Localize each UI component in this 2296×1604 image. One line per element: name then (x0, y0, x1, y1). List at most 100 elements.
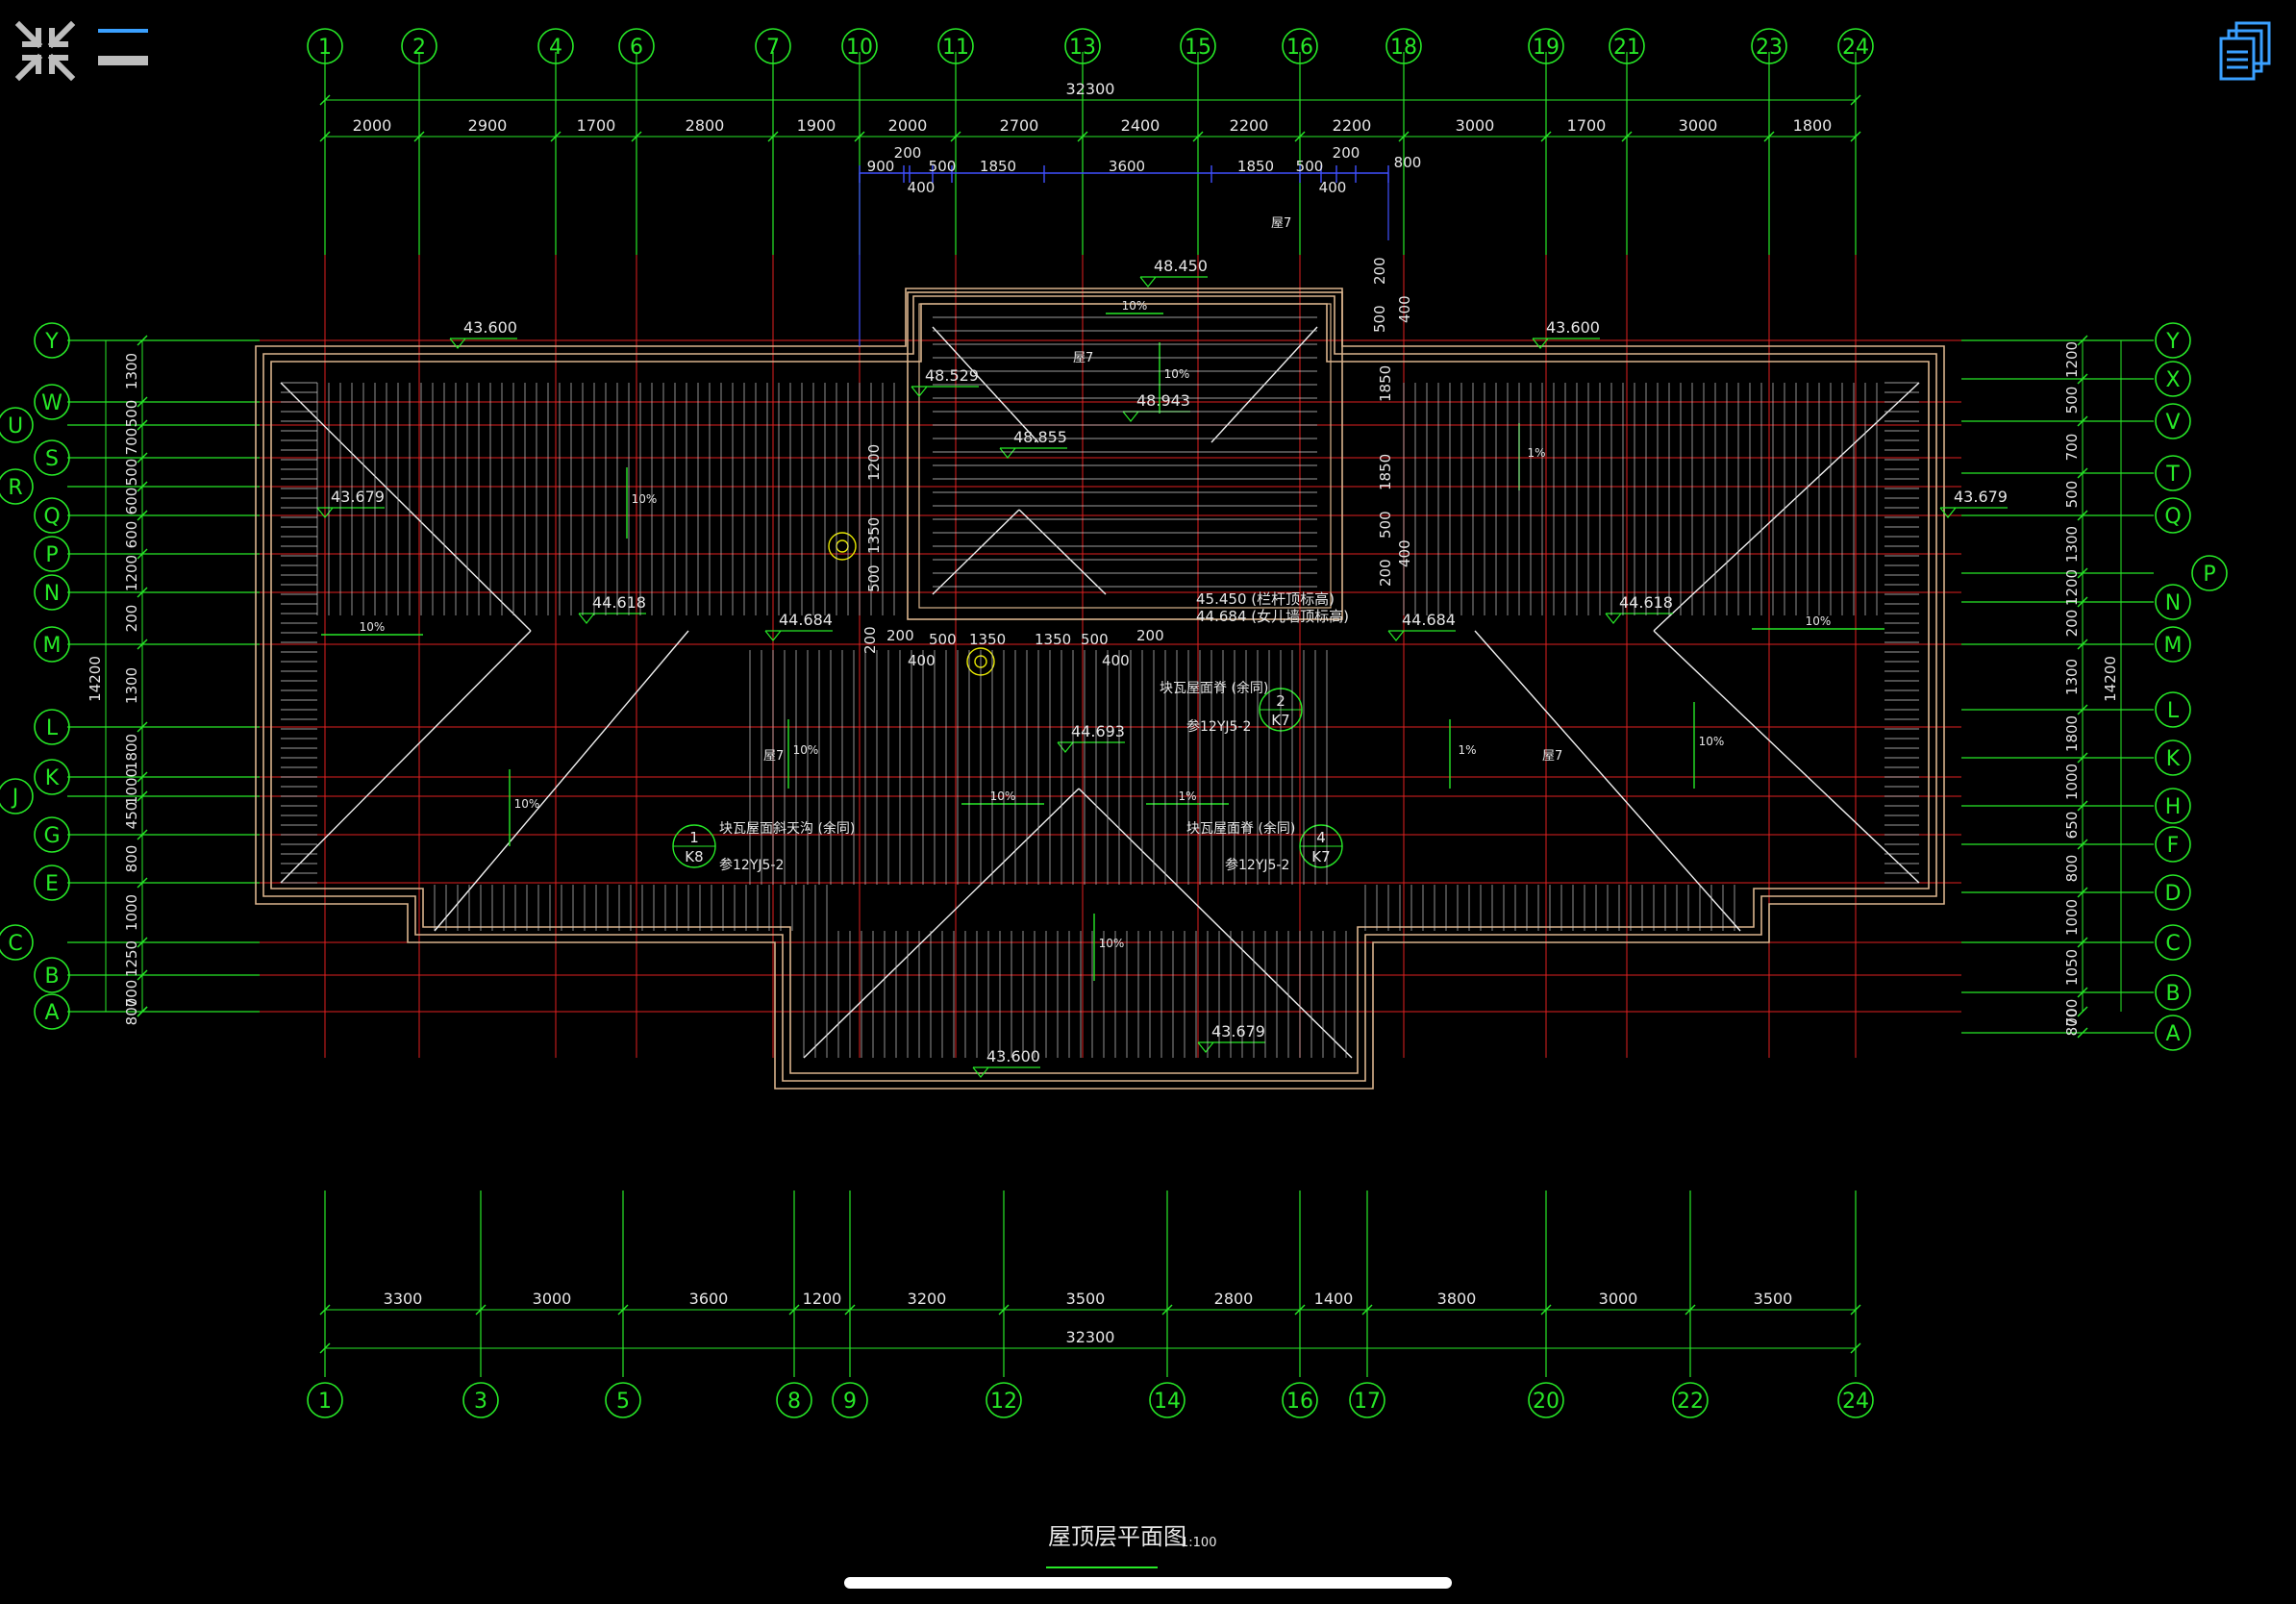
elevation-text: 44.684 (779, 611, 833, 629)
dim-tick (550, 131, 562, 142)
dim-text: 700 (123, 980, 140, 1008)
elevation-text: 48.943 (1136, 391, 1190, 410)
home-indicator[interactable] (844, 1577, 1452, 1589)
dim-text: 800 (123, 845, 140, 873)
layers-icon[interactable] (2215, 19, 2275, 83)
axis-bottom-3-label: 3 (474, 1390, 487, 1414)
inner-dim-200b: 200 (1136, 627, 1164, 644)
dim-tick (137, 829, 148, 840)
axis-bottom-8-label: 8 (787, 1390, 801, 1414)
axis-right-D-circle (2155, 874, 2191, 911)
dim-text: 1200 (123, 555, 140, 591)
dim-tick (319, 1304, 331, 1316)
elevation-text: 43.600 (1546, 318, 1600, 337)
axis-left-N-label: N (44, 582, 60, 606)
elevation-marker (1387, 630, 1456, 641)
dim-text: 3500 (1066, 1290, 1106, 1308)
dim-text: 1000 (2063, 764, 2081, 800)
right-dim-200v: 200 (1371, 257, 1388, 285)
dim-text: 3200 (908, 1290, 947, 1308)
axis-left-N-circle (34, 574, 70, 611)
dim-text: 500 (123, 400, 140, 428)
dim-tick (1850, 131, 1861, 142)
hip-line (1474, 630, 1741, 932)
axis-right-B-label: B (2165, 982, 2180, 1006)
dim-tick (137, 790, 148, 802)
dim-text: 1300 (123, 667, 140, 704)
axis-bottom-1-label: 1 (318, 1390, 332, 1414)
parapet-outer (907, 291, 1343, 620)
elevation-marker (1139, 276, 1208, 288)
dim-text: 800 (123, 998, 140, 1026)
collapse-arrows-icon[interactable] (13, 19, 77, 83)
axis-top-13-label: 13 (1069, 36, 1096, 60)
dim-text-blue: 800 (1394, 154, 1422, 171)
axis-top-11-label: 11 (942, 36, 969, 60)
right-dim-500v-2: 500 (1377, 511, 1394, 539)
axis-top-19-label: 19 (1533, 36, 1560, 60)
dim-text: 1800 (1793, 116, 1833, 135)
axis-right-T-label: T (2165, 463, 2180, 487)
dim-text-blue: 200 (1333, 144, 1360, 162)
roof-ridge-note-1: 块瓦屋面脊 (余同) (1160, 680, 1268, 696)
axis-top-21-label: 21 (1613, 36, 1640, 60)
dim-text: 2200 (1333, 116, 1372, 135)
dim-text-blue: 3600 (1109, 158, 1145, 175)
dim-text: 1000 (123, 894, 140, 931)
dim-text-blue: 1850 (980, 158, 1016, 175)
dim-tick (2077, 1027, 2088, 1039)
axis-bottom-17-circle (1349, 1382, 1385, 1418)
axis-right-N-circle (2155, 584, 2191, 620)
axis-left-L-circle (34, 709, 70, 745)
dim-text: 700 (123, 428, 140, 456)
elevation-text: 43.679 (331, 488, 385, 506)
slope-label: 10% (632, 492, 658, 506)
dim-text: 3000 (533, 1290, 572, 1308)
dim-tick (2077, 704, 2088, 715)
dim-text: 3000 (1456, 116, 1495, 135)
inner-dim-500v: 500 (865, 564, 883, 592)
axis-bottom-22-circle (1672, 1382, 1709, 1418)
dim-tick (137, 587, 148, 598)
dim-text: 600 (123, 521, 140, 549)
dim-tick (137, 335, 148, 346)
axis-top-10-circle (841, 28, 878, 64)
dim-tick (631, 131, 642, 142)
slope-label: 10% (1699, 735, 1725, 748)
dim-tick (788, 1304, 800, 1316)
right-dim-400v-2: 400 (1396, 539, 1413, 567)
dim-tick (475, 1304, 487, 1316)
dim-tick (1398, 131, 1410, 142)
dim-tick (2077, 800, 2088, 812)
hamburger-menu-icon[interactable] (94, 23, 152, 71)
dim-text: 3000 (1679, 116, 1718, 135)
dim-text: 2800 (1214, 1290, 1254, 1308)
dim-text-blue: 500 (929, 158, 957, 175)
dim-text: 500 (2063, 481, 2081, 509)
dim-text-blue: 200 (894, 144, 922, 162)
axis-top-16-label: 16 (1286, 36, 1313, 60)
axis-top-6-circle (618, 28, 655, 64)
axis-left-U-circle (0, 407, 34, 443)
dim-text: 500 (123, 459, 140, 487)
roof-drain-outer (828, 532, 857, 561)
elevation-text: 43.679 (1211, 1022, 1265, 1040)
dim-tick (2077, 467, 2088, 479)
dim-text: 2200 (1230, 116, 1269, 135)
axis-right-P-label: P (2203, 563, 2215, 587)
dim-text-blue: 400 (908, 179, 936, 196)
axis-left-M-label: M (43, 634, 62, 658)
dim-text: 1000 (2063, 899, 2081, 936)
ref-note-2: 参12YJ5-2 (719, 857, 784, 873)
axis-left-P-label: P (45, 543, 58, 567)
inner-dim-1200v: 1200 (865, 444, 883, 481)
dim-text: 3500 (1754, 1290, 1793, 1308)
axis-left-M-circle (34, 626, 70, 663)
dim-tick (1361, 1304, 1373, 1316)
axis-right-C-label: C (2165, 932, 2180, 956)
axis-right-L-label: L (2167, 699, 2180, 723)
axis-top-7-label: 7 (766, 36, 780, 60)
axis-bottom-5-circle (605, 1382, 641, 1418)
axis-top-15-label: 15 (1185, 36, 1211, 60)
